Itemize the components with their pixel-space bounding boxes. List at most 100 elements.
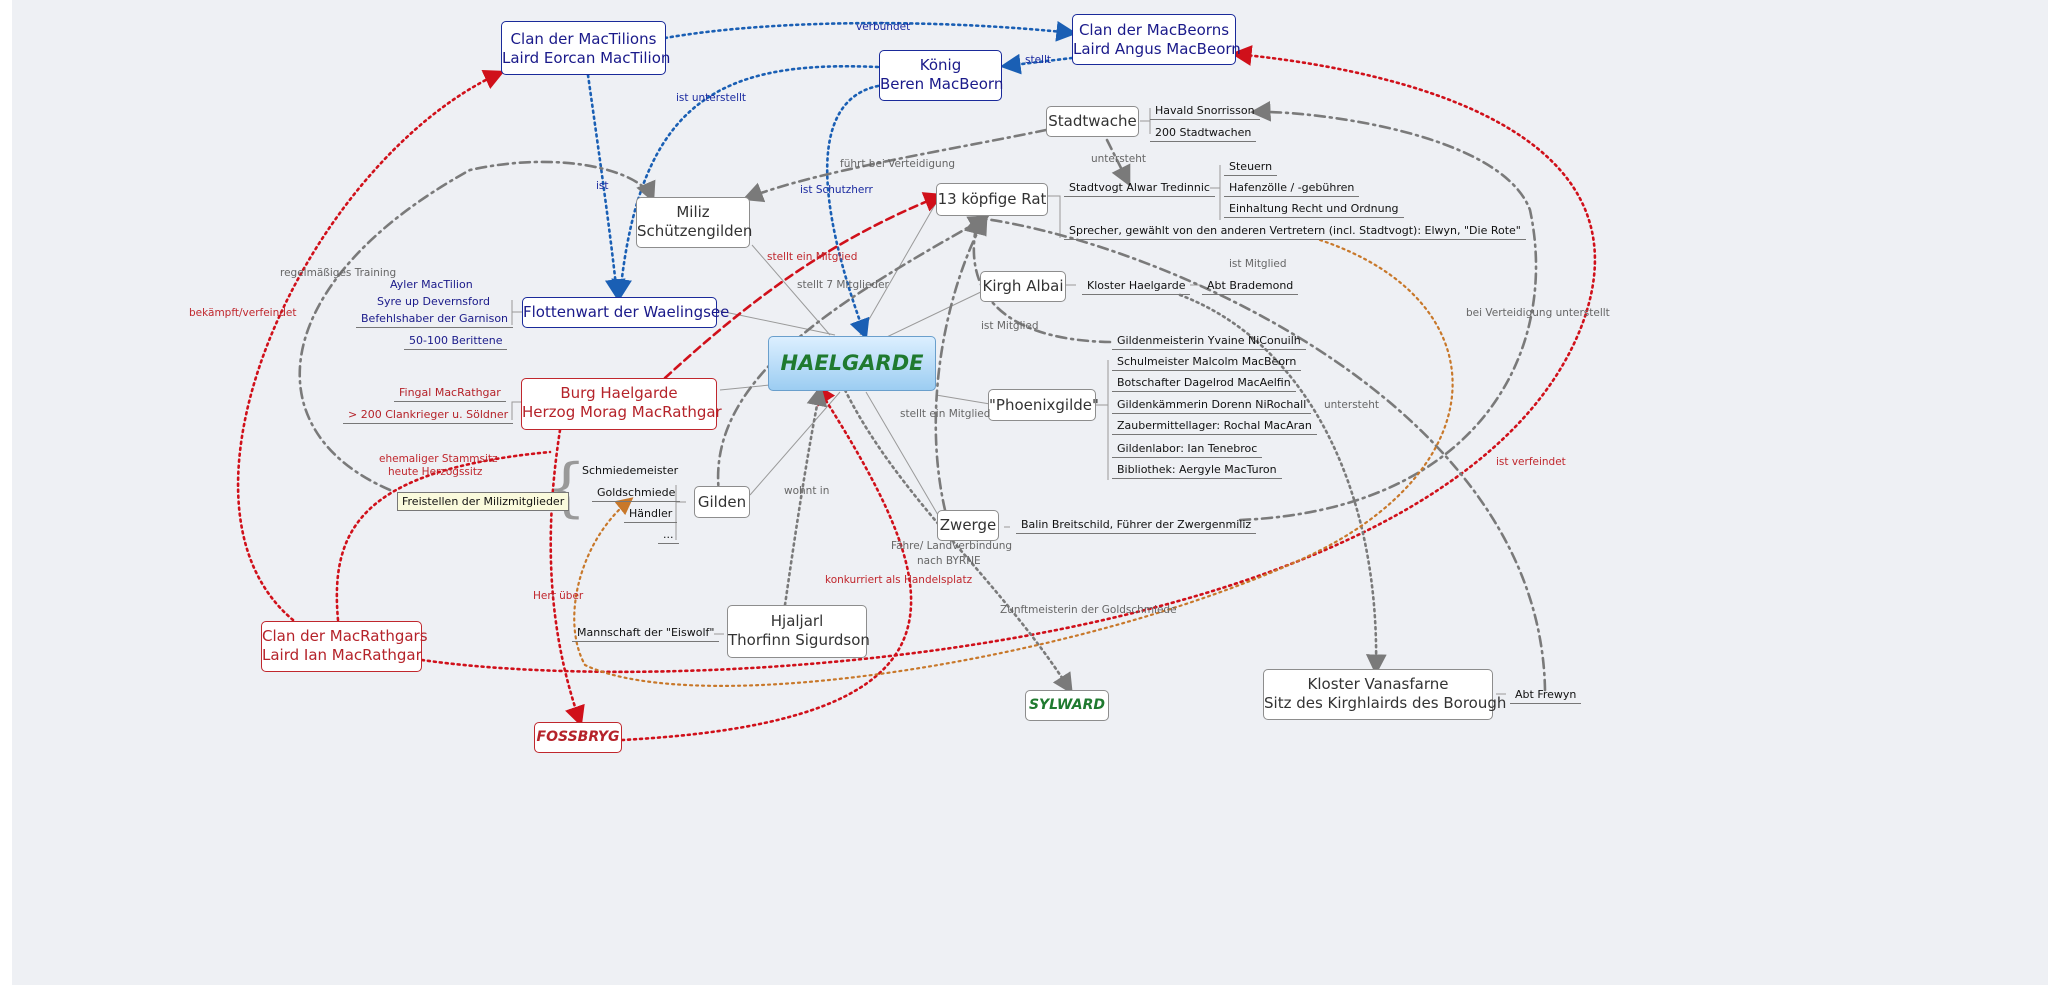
branch-phoenix — [935, 394, 991, 405]
edge-ist-mitglied-kirgh — [964, 212, 1112, 344]
edge-label-verbuendet: verbündet — [856, 21, 911, 33]
tree-branches — [714, 195, 991, 516]
label-havald: Havald Snorrisson — [1150, 104, 1260, 120]
branch-burg — [719, 384, 771, 391]
label-phoenix-0: Gildenmeisterin Yvaine NiConuilh — [1112, 334, 1306, 350]
edge-konkurriert — [620, 383, 913, 742]
edge-ist — [586, 73, 626, 301]
label-haendler: Händler — [624, 507, 678, 523]
label-goldschmiede: Goldschmiede — [592, 486, 681, 502]
edge-label-ehemaliger-2: heute Herzogssitz — [388, 466, 483, 478]
node-kirgh[interactable]: Kirgh Albai — [980, 271, 1066, 302]
label-clankrieger: > 200 Clankrieger u. Söldner — [343, 408, 514, 424]
edge-faehre — [843, 388, 1073, 695]
node-label: SYLWARD — [1028, 697, 1106, 713]
node-label: Flottenwart der Waelingsee — [523, 303, 730, 321]
node-rat[interactable]: 13 köpfige Rat — [936, 183, 1048, 216]
branch-rat — [859, 195, 941, 336]
label-hafenzoelle: Hafenzölle / -gebühren — [1224, 181, 1360, 197]
label-schmiedemeister: Schmiedemeister — [582, 464, 679, 477]
center-label: HAELGARDE — [780, 351, 924, 375]
node-burg[interactable]: Burg Haelgarde Herzog Morag MacRathgar — [521, 378, 722, 430]
label-sprecher: Sprecher, gewählt von den anderen Vertre… — [1064, 224, 1526, 240]
edge-fuehrt — [742, 128, 1048, 203]
node-mactilions[interactable]: Clan der MacTilions Laird Eorcan MacTili… — [501, 21, 671, 75]
node-stadtwache[interactable]: Stadtwache — [1046, 106, 1139, 137]
edge-label-herr-ueber: Herr über — [533, 590, 584, 602]
edge-label-zunftmeisterin: Zunftmeisterin der Goldschmiede — [1000, 604, 1177, 616]
node-label: 13 köpfige Rat — [937, 190, 1047, 208]
label-stadtwachen: 200 Stadtwachen — [1150, 126, 1257, 142]
node-phoenixgilde[interactable]: "Phoenixgilde" — [988, 389, 1099, 421]
edge-label-ehemaliger-1: ehemaliger Stammsitz — [379, 453, 498, 465]
edge-herr-ueber — [549, 428, 585, 727]
node-sylward[interactable]: SYLWARD — [1025, 690, 1109, 721]
label-ayler: Ayler MacTilion — [390, 278, 473, 291]
node-macrathgars[interactable]: Clan der MacRathgars Laird Ian MacRathga… — [261, 621, 428, 672]
label-stadtvogt: Stadtvogt Alwar Tredinnic — [1064, 181, 1215, 197]
node-label: Kirgh Albai — [982, 277, 1064, 295]
label-phoenix-5: Gildenlabor: Ian Tenebroc — [1112, 442, 1263, 458]
node-label: Stadtwache — [1048, 112, 1137, 130]
edge-stellt-ein-mitglied — [663, 192, 945, 380]
node-hjaljarl[interactable]: Hjaljarl Thorfinn Sigurdson — [727, 605, 870, 658]
edge-bei-verteidigung — [1238, 100, 1538, 522]
node-macbeorns[interactable]: Clan der MacBeorns Laird Angus MacBeorn — [1072, 14, 1241, 65]
branch-miliz — [751, 244, 831, 336]
node-label: FOSSBRYG — [536, 729, 620, 745]
label-balin: Balin Breitschild, Führer der Zwergenmil… — [1016, 518, 1257, 534]
edge-label-fuehrt: führt bei Verteidigung — [840, 158, 956, 170]
note-freistellen: Freistellen der Milizmitglieder — [397, 492, 570, 511]
branch-gilden — [749, 391, 841, 496]
node-label: Beren MacBeorn — [880, 75, 1004, 93]
node-koenig[interactable]: König Beren MacBeorn — [879, 50, 1004, 101]
branch-kirgh — [869, 289, 986, 346]
label-kloster-haelgarde: Kloster Haelgarde — [1082, 279, 1191, 295]
edge-ist-verfeindet — [420, 45, 1597, 674]
node-miliz[interactable]: Miliz Schützengilden — [636, 197, 753, 248]
label-abt-brademond: Abt Brademond — [1202, 279, 1299, 295]
edge-label-konkurriert: konkurriert als Handelsplatz — [825, 574, 973, 586]
edge-label-stellt: stellt — [1025, 54, 1051, 66]
edge-ist-unterstellt — [611, 65, 880, 301]
edge-label-untersteht: untersteht — [1091, 153, 1147, 165]
edge-label-stellt-7: stellt 7 Mitglieder — [797, 279, 889, 291]
edge-stellt — [999, 53, 1074, 75]
node-label: Clan der MacBeorns — [1078, 21, 1230, 39]
node-kloster[interactable]: Kloster Vanasfarne Sitz des Kirghlairds … — [1263, 669, 1507, 720]
label-phoenix-2: Botschafter Dagelrod MacAelfin — [1112, 376, 1296, 392]
label-mannschaft: Mannschaft der "Eiswolf" — [572, 626, 720, 642]
edge-label-ist-unterstellt: ist unterstellt — [676, 92, 747, 104]
label-syre: Syre up Devernsford — [377, 295, 490, 308]
edge-label-stellt-ein-mitglied: stellt ein Mitglied — [767, 251, 858, 263]
node-label: Sitz des Kirghlairds des Borough — [1264, 694, 1507, 712]
edge-label-bekaempft: bekämpft/verfeindet — [189, 307, 297, 319]
node-label: Thorfinn Sigurdson — [728, 631, 870, 649]
node-label: Zwerge — [939, 516, 997, 534]
node-fossbryg[interactable]: FOSSBRYG — [534, 722, 622, 753]
edge-ist-mitglied-zwerge — [934, 213, 988, 512]
node-label: Schützengilden — [637, 222, 753, 240]
node-label: Gilden — [697, 493, 747, 511]
edge-untersteht — [1105, 138, 1131, 187]
label-befehlshaber: Befehlshaber der Garnison — [356, 312, 514, 328]
edge-label-bei-verteidigung: bei Verteidigung unterstellt — [1466, 307, 1610, 319]
node-zwerge[interactable]: Zwerge — [937, 510, 999, 541]
edge-label-ist-mitglied-2: ist Mitglied — [981, 320, 1039, 332]
node-haelgarde[interactable]: HAELGARDE — [768, 336, 936, 391]
edge-zunftmeisterin — [573, 238, 1454, 687]
edge-bekaempft — [236, 70, 505, 622]
branch-zwerge — [865, 391, 939, 516]
node-flottenwart[interactable]: Flottenwart der Waelingsee — [522, 297, 730, 328]
edge-label-ist: ist — [596, 180, 609, 192]
label-steuern: Steuern — [1224, 160, 1278, 176]
node-label: Hjaljarl — [770, 612, 824, 630]
node-label: Laird Ian MacRathgar — [262, 646, 422, 664]
label-phoenix-4: Zaubermittellager: Rochal MacAran — [1112, 419, 1317, 435]
label-fingal: Fingal MacRathgar — [394, 386, 506, 402]
edge-ist-mitglied-frewyn — [976, 216, 1547, 692]
node-label: "Phoenixgilde" — [989, 396, 1099, 414]
edge-label-regelmaessig: regelmäßiges Training — [280, 267, 397, 279]
node-gilden[interactable]: Gilden — [694, 486, 750, 518]
node-label: Laird Eorcan MacTilion — [502, 49, 671, 67]
